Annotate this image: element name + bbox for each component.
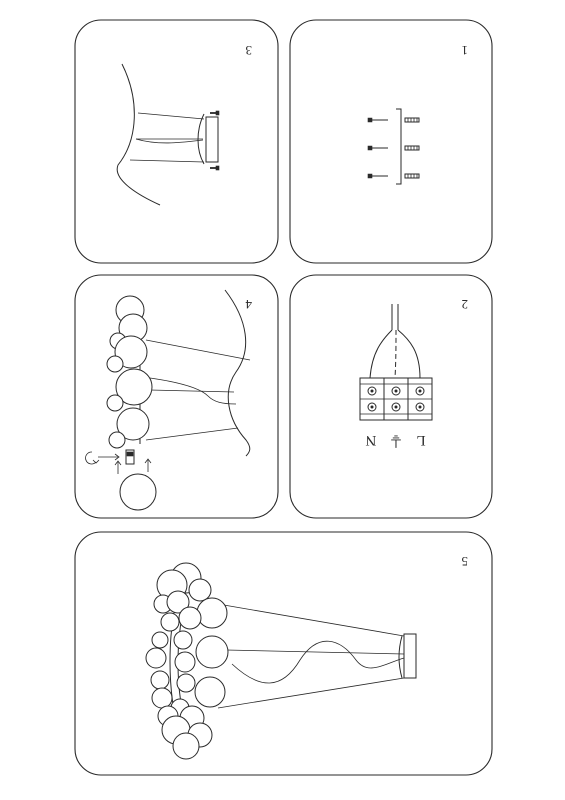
globe — [115, 368, 153, 406]
panel-3: 3 — [74, 19, 279, 264]
globe — [106, 394, 124, 412]
power-wire — [231, 640, 405, 684]
rotate-arrowhead — [92, 459, 100, 464]
screw-anchor-row-3 — [367, 173, 420, 179]
socket — [125, 449, 135, 465]
ceiling-outline — [224, 289, 251, 457]
terminal-label-live: L — [416, 432, 425, 448]
wall-anchor-icon — [404, 117, 420, 123]
panel-2-frame — [289, 274, 493, 519]
globe — [114, 335, 148, 369]
screw-anchor-row-2 — [367, 145, 420, 151]
cable-bottom — [145, 427, 239, 441]
arrow-up-icon — [144, 458, 152, 472]
wire-curve — [135, 138, 204, 144]
screw-anchor-row-1 — [367, 117, 420, 123]
canopy-plate — [205, 116, 219, 163]
panel-1-number: 1 — [462, 43, 469, 58]
globe-detached — [119, 473, 157, 511]
panel-2: 2 L ⏚ N — [289, 274, 493, 519]
canopy-curve — [197, 113, 205, 165]
globe — [106, 355, 124, 373]
wire-neutral — [369, 329, 393, 379]
power-wire — [149, 377, 237, 405]
panel-4-number: 4 — [245, 297, 252, 312]
panel-3-frame — [74, 19, 279, 264]
mounting-bracket — [396, 108, 402, 185]
bulb-icon — [126, 451, 134, 457]
terminal-label-neutral: N — [365, 432, 376, 448]
ceiling-outline — [116, 63, 161, 206]
cable-middle — [225, 649, 405, 655]
globe-cluster — [145, 562, 229, 760]
rotate-icon — [85, 451, 97, 465]
globe — [116, 407, 150, 441]
panel-2-number: 2 — [462, 297, 469, 312]
panel-4: 4 — [74, 274, 279, 519]
wall-anchor-icon — [404, 145, 420, 151]
canopy-plate — [403, 633, 417, 679]
cable-top — [137, 112, 205, 120]
panel-1: 1 — [289, 19, 493, 264]
canopy-curve — [398, 635, 403, 679]
wire-earth — [394, 329, 397, 379]
cable-top — [217, 603, 405, 637]
arrow-right-icon — [98, 453, 120, 461]
panel-5-frame — [74, 531, 493, 776]
cable-bottom — [217, 677, 405, 709]
panel-5-number: 5 — [462, 554, 469, 569]
panel-1-frame — [289, 19, 493, 264]
panel-5: 5 — [74, 531, 493, 776]
globe — [108, 431, 126, 449]
wall-anchor-icon — [404, 173, 420, 179]
wire-live — [397, 329, 421, 379]
terminal-block — [359, 377, 433, 421]
cable-bottom — [129, 159, 205, 163]
screw-icon — [210, 110, 220, 116]
screw-icon — [210, 165, 220, 171]
panel-3-number: 3 — [246, 43, 253, 58]
earth-icon: ⏚ — [388, 432, 403, 449]
cable-top — [145, 339, 251, 361]
globe-cluster — [106, 295, 153, 449]
cable-middle — [149, 389, 235, 393]
arrow-up-icon — [114, 460, 122, 474]
